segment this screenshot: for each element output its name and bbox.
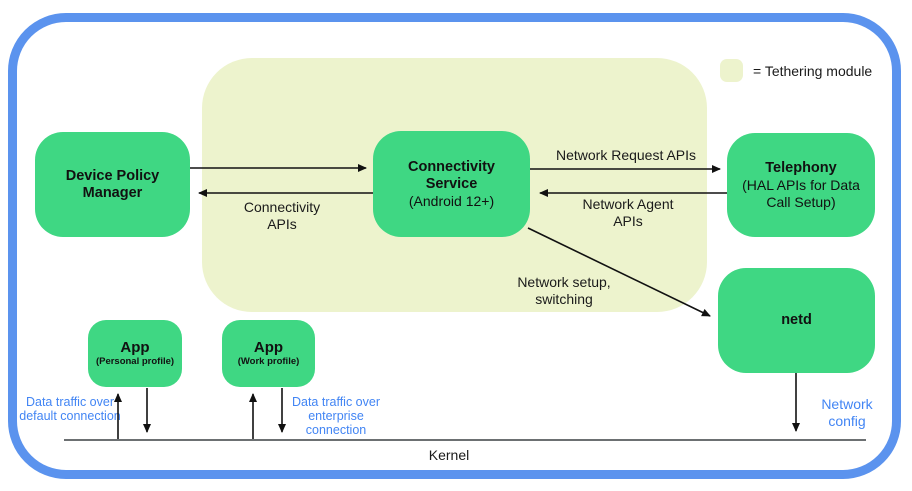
legend: = Tethering module [720,59,872,82]
node-title: netd [781,312,812,328]
node-title: App [120,339,150,356]
label-network-setup-switching: Network setup, switching [517,274,611,307]
label-network-agent-apis: Network Agent APIs [582,196,674,229]
node-telephony: Telephony (HAL APIs for Data Call Setup) [727,133,875,237]
node-title: Telephony [765,159,837,176]
node-netd: netd [718,268,875,373]
device-boundary [8,13,901,479]
legend-label: = Tethering module [753,62,873,79]
kernel-label: Kernel [428,447,470,463]
label-connectivity-apis: Connectivity APIs [243,199,321,232]
label-data-traffic-default: Data traffic over default connection [19,395,121,423]
node-subtitle: (Work profile) [237,356,300,367]
label-network-config: Network config [821,396,873,429]
label-network-request-apis: Network Request APIs [555,147,697,163]
node-app-work-profile: App (Work profile) [222,320,315,387]
node-title: Device Policy Manager [65,167,160,201]
node-subtitle: (Android 12+) [408,192,495,209]
label-data-traffic-enterprise: Data traffic over enterprise connection [291,395,380,437]
node-title: Connectivity Service [407,158,495,192]
node-device-policy-manager: Device Policy Manager [35,132,190,237]
node-title: App [253,339,284,356]
tethering-swatch-icon [720,59,743,82]
node-subtitle: (HAL APIs for Data Call Setup) [742,176,860,210]
node-subtitle: (Personal profile) [95,356,175,367]
node-app-personal-profile: App (Personal profile) [88,320,182,387]
node-connectivity-service: Connectivity Service (Android 12+) [373,131,530,237]
